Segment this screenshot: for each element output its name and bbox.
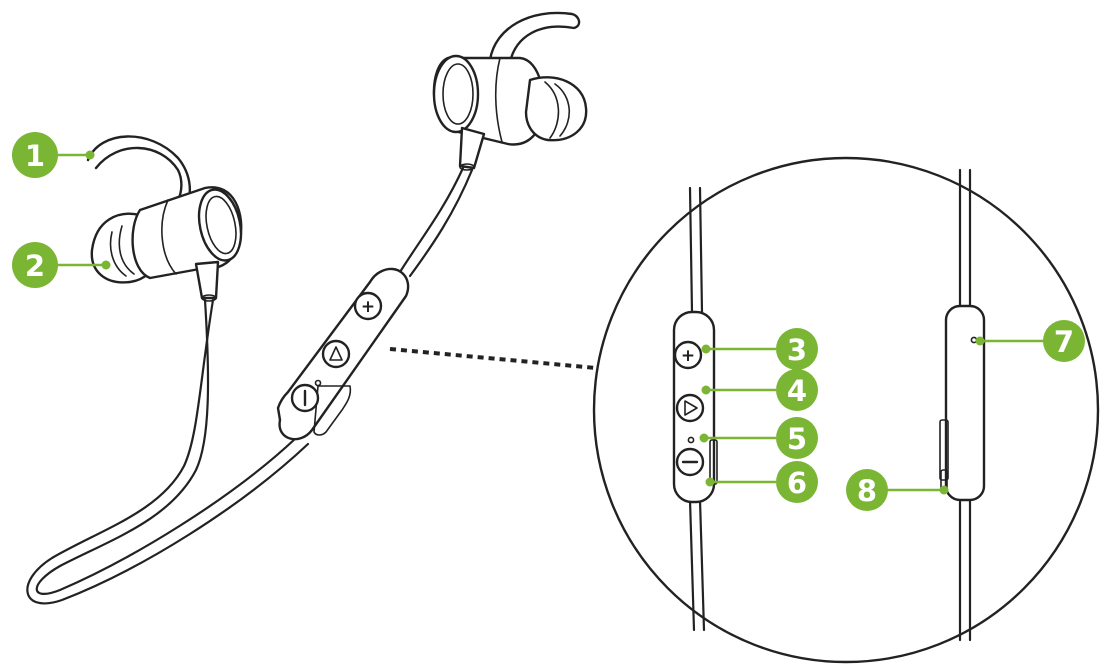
callout-label-3: 3 <box>787 333 807 367</box>
remote-plus-glyph: + <box>361 297 375 317</box>
cable <box>26 166 474 605</box>
inline-remote: + <box>276 267 410 441</box>
callout-label-5: 5 <box>787 422 807 456</box>
callout-badge-6: 6 <box>776 461 818 503</box>
callout-label-6: 6 <box>787 466 807 500</box>
callout-label-4: 4 <box>787 374 807 408</box>
callout-badge-2: 2 <box>12 242 58 288</box>
right-ear-hook <box>488 11 581 64</box>
left-earbud-stem <box>194 260 220 300</box>
right-earbud <box>432 11 588 171</box>
callout-badge-5: 5 <box>776 417 818 459</box>
zoom-detail: + <box>592 156 1100 664</box>
callout-badge-3: 3 <box>776 328 818 370</box>
callout-label-7: 7 <box>1054 325 1074 359</box>
callout-badge-7: 7 <box>1043 320 1085 362</box>
right-earbud-stem <box>458 126 486 170</box>
left-earbud <box>86 135 243 302</box>
zoom-plus-glyph: + <box>681 346 695 366</box>
callout-badge-8: 8 <box>846 469 888 511</box>
remote-back-view <box>944 304 986 502</box>
callout-label-1: 1 <box>25 139 45 173</box>
callout-label-8: 8 <box>857 474 877 508</box>
zoom-connector <box>389 347 597 370</box>
callout-badge-4: 4 <box>776 369 818 411</box>
callout-badge-1: 1 <box>12 132 58 178</box>
right-ear-tip <box>524 76 588 142</box>
left-ear-hook <box>86 135 191 207</box>
callout-leaders <box>58 150 1045 495</box>
callout-label-2: 2 <box>25 249 45 283</box>
